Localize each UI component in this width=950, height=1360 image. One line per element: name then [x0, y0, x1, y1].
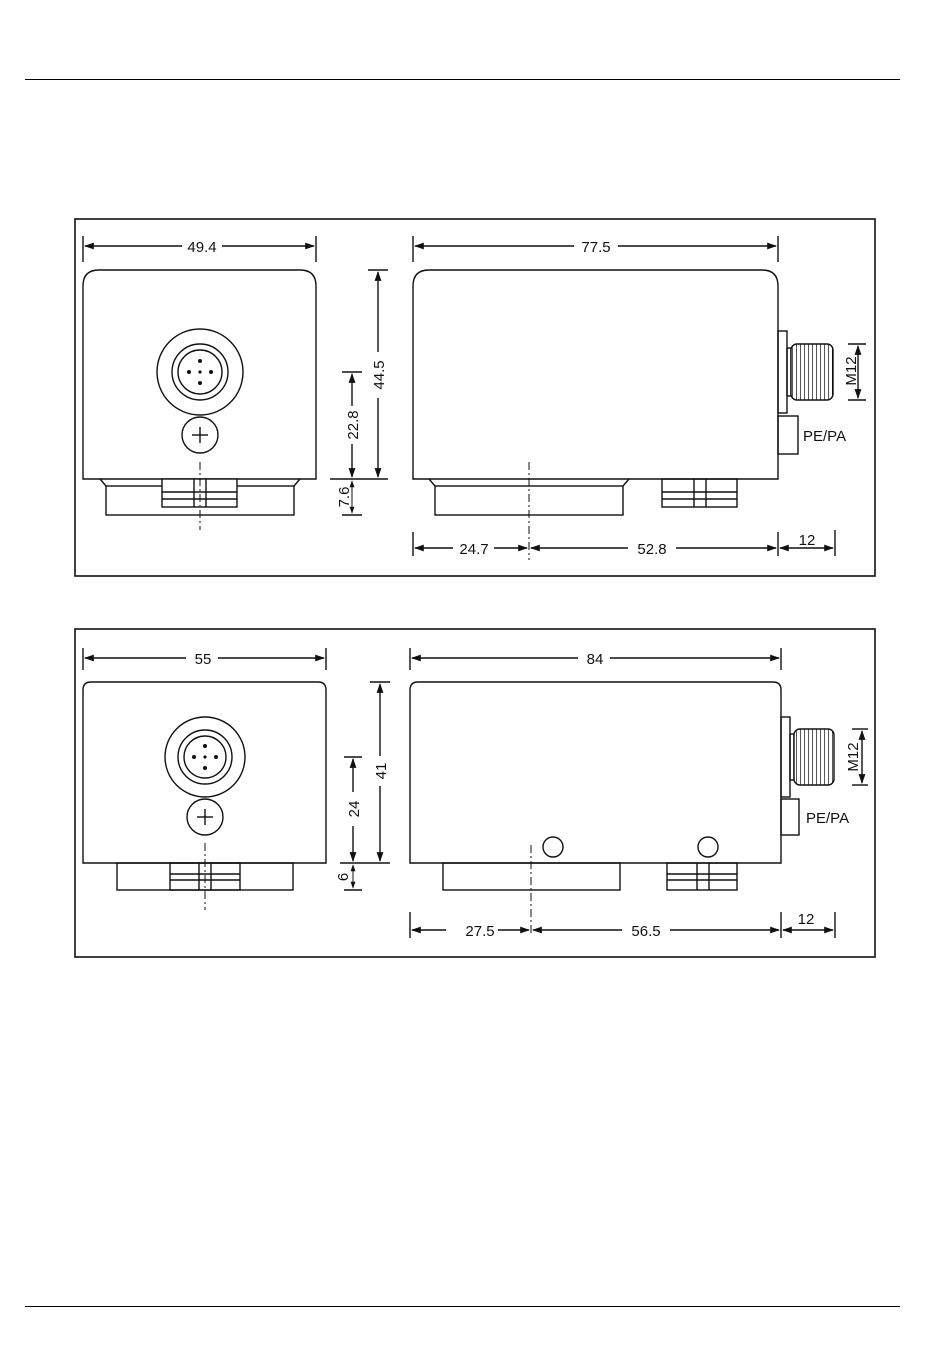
d2-conn-label: 12 [798, 911, 815, 928]
d2-left-label: 27.5 [465, 923, 494, 940]
d2-m12-thread [794, 729, 834, 785]
d1-dim-a-label: 22.8 [345, 410, 362, 439]
d2-mount-hole-2 [698, 837, 718, 857]
d2-width-label: 55 [195, 651, 212, 668]
d1-m12-label: M12 [843, 356, 860, 385]
d2-mid-label: 56.5 [631, 923, 660, 940]
d1-left-label: 24.7 [459, 541, 488, 558]
d1-dim-b-label: 7.6 [336, 487, 353, 508]
d2-length-label: 84 [587, 651, 604, 668]
d1-width-label: 49.4 [187, 239, 216, 256]
d1-pe-pa-terminal [778, 416, 798, 454]
d2-height-label: 41 [373, 763, 390, 780]
d1-side-housing [413, 270, 778, 479]
d2-side-clip [667, 863, 737, 890]
drawing-2-frame [75, 629, 875, 957]
d1-conn-label: 12 [799, 532, 816, 549]
d1-length-label: 77.5 [581, 239, 610, 256]
d2-side-housing [410, 682, 781, 863]
d2-dim-b-label: 6 [335, 873, 352, 881]
d1-mid-label: 52.8 [637, 541, 666, 558]
d1-pe-pa-label: PE/PA [803, 428, 846, 445]
drawing-1-frame [75, 219, 875, 576]
d2-m12-label: M12 [845, 742, 862, 771]
d1-m12-flange [778, 331, 787, 413]
d2-dim-a-label: 24 [346, 801, 363, 818]
d1-height-label: 44.5 [371, 360, 388, 389]
d2-mount-hole-1 [543, 837, 563, 857]
d1-front-housing [83, 270, 316, 479]
d2-m12-flange [781, 717, 790, 797]
d2-front-housing [83, 682, 326, 863]
d2-pe-pa-label: PE/PA [806, 810, 849, 827]
d1-m12-thread [791, 344, 833, 400]
d2-pe-pa-terminal [781, 799, 799, 835]
d2-connector-pins [192, 744, 218, 770]
d1-side-clip [662, 479, 737, 507]
d1-connector-pins [187, 359, 213, 385]
